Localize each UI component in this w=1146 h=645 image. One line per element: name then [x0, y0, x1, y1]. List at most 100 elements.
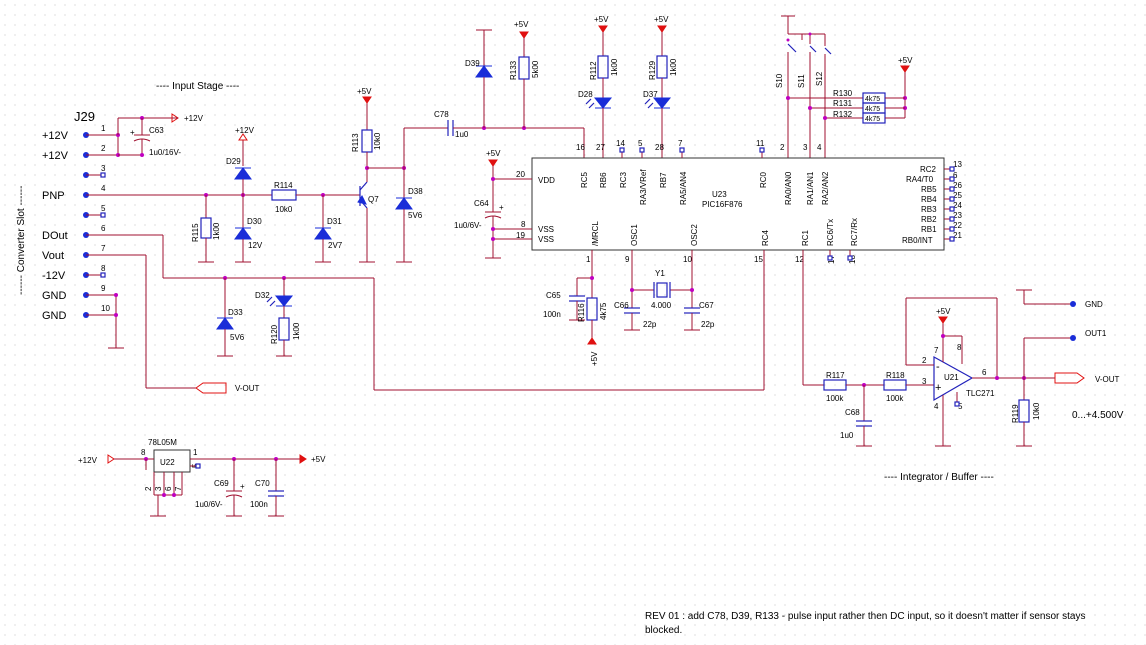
vout-net: V-OUT — [118, 254, 260, 394]
pin-osc1: OSC1 — [630, 224, 639, 246]
pin-num-14: 14 — [616, 139, 625, 148]
d28-ref: D28 — [578, 90, 593, 99]
pin-num-3: 3 — [803, 143, 808, 152]
r115-ref: R115 — [191, 223, 200, 242]
opamp-plus: + — [935, 382, 941, 394]
dout-net — [118, 234, 765, 391]
pin-rb5: RB5 — [921, 185, 937, 194]
led-d28: D28 — [578, 90, 613, 158]
svg-text:+: + — [499, 203, 504, 212]
mrcl-net — [576, 250, 594, 298]
pin-num-27: 27 — [596, 143, 605, 152]
switch-s10: S10 — [775, 15, 803, 158]
pin-num-26: 26 — [953, 181, 962, 190]
j29-pin-9: GND 9 — [42, 284, 116, 302]
r129-val: 1k00 — [669, 58, 678, 76]
gnd-terminal-label: GND — [1085, 300, 1103, 309]
pin-rb6: RB6 — [599, 172, 608, 188]
vout-left-label: V-OUT — [235, 384, 260, 393]
r116-rail-5v: +5V — [590, 351, 599, 366]
pin-rc1: RC1 — [801, 229, 810, 246]
j29-label-8: -12V — [42, 270, 66, 282]
opamp-pin-8: 8 — [957, 343, 962, 352]
pin-num-7: 7 — [678, 139, 683, 148]
r119-ref: R119 — [1011, 404, 1020, 423]
r133-ref: R133 — [509, 60, 518, 80]
pin-num-16: 16 — [576, 143, 585, 152]
d38-ref: D38 — [408, 187, 423, 196]
pin-num-6: 6 — [953, 171, 958, 180]
j29-num-10: 10 — [101, 304, 110, 313]
j29-label-2: +12V — [42, 150, 69, 162]
svg-text:+: + — [130, 128, 135, 137]
opamp-pin-2: 2 — [922, 356, 927, 365]
diode-d33: D33 5V6 — [216, 278, 245, 357]
capacitor-c64: +5V + C64 1u0/6V- — [454, 149, 504, 259]
pin-mrcl: /MRCL — [591, 221, 600, 246]
c70-val: 100n — [250, 500, 268, 509]
pin-rc2: RC2 — [920, 165, 937, 174]
c64-rail-5v: +5V — [486, 149, 501, 158]
r129-ref: R129 — [648, 60, 657, 80]
c68-val: 1u0 — [840, 431, 854, 440]
mcu-u23: U23 PIC16F876 16 RC5 27 RB6 14 RC3 5 RA3… — [494, 139, 962, 264]
pin-rc3: RC3 — [619, 171, 628, 188]
capacitor-c67: C67 22p — [684, 301, 715, 331]
mcu-top-pins: 16 RC5 27 RB6 14 RC3 5 RA3/VRef 28 RB7 7… — [576, 139, 830, 205]
r133-rail-5v: +5V — [514, 20, 529, 29]
r112-rail-5v: +5V — [594, 15, 609, 24]
diode-d31: D31 2V7 — [314, 195, 343, 263]
opamp-pin-5: 5 — [958, 402, 963, 411]
c67-ref: C67 — [699, 301, 714, 310]
pin-rc6-tx: RC6/Tx — [826, 219, 835, 246]
d33-ref: D33 — [228, 308, 243, 317]
y1-val: 4.000 — [651, 301, 672, 310]
d29-rail-12v: +12V — [235, 126, 255, 135]
reg-pin-7: 7 — [174, 486, 183, 491]
j29-num-3: 3 — [101, 164, 106, 173]
s11-ref: S11 — [797, 74, 806, 88]
c68-ref: C68 — [845, 408, 860, 417]
c64-val: 1u0/6V- — [454, 221, 482, 230]
u21-type: TLC271 — [966, 389, 995, 398]
opamp-pin-7: 7 — [934, 346, 939, 355]
j29-pin-5: 5 — [83, 204, 106, 218]
r116-ref: R116 — [577, 303, 586, 322]
r114-val: 10k0 — [275, 205, 293, 214]
reg-pin-8: 8 — [141, 448, 146, 457]
r117-ref: R117 — [826, 371, 845, 380]
revision-note: REV 01 : add C78, D39, R133 - pulse inpu… — [645, 611, 1085, 636]
connector-gnd-wires — [108, 293, 124, 349]
pin-vss-a: VSS — [538, 225, 554, 234]
pin-num-5: 5 — [638, 139, 643, 148]
j29-pin-8: -12V 8 — [42, 264, 106, 282]
pin-ra4-t0: RA4/T0 — [906, 175, 934, 184]
pin-rb7: RB7 — [659, 172, 668, 188]
capacitor-c65: C65 100n — [543, 291, 585, 321]
reg-pin-6: 6 — [164, 486, 173, 491]
pin-rc7-rx: RC7/Rx — [850, 218, 859, 246]
d37-ref: D37 — [643, 90, 658, 99]
switch-s12: S12 — [815, 34, 832, 158]
r133-val: 5k00 — [531, 60, 540, 78]
c63-ref: C63 — [149, 126, 164, 135]
d30-ref: D30 — [247, 217, 262, 226]
r120-val: 1k00 — [292, 322, 301, 340]
led-d37: D37 — [643, 90, 672, 158]
j29-num-2: 2 — [101, 144, 106, 153]
resistor-r133: +5V R133 5k00 — [509, 20, 540, 128]
c64-ref: C64 — [474, 199, 489, 208]
j29-num-4: 4 — [101, 184, 106, 193]
resistor-r113: +5V R113 10k0 — [351, 87, 406, 170]
reg-out-5v: +5V — [311, 455, 326, 464]
pin-num-13: 13 — [953, 160, 962, 169]
r118-val: 100k — [886, 394, 904, 403]
r113-val: 10k0 — [373, 132, 382, 150]
opamp-pin-4: 4 — [934, 402, 939, 411]
resistor-r118: R118 100k — [883, 371, 934, 403]
u22-type: 78L05M — [148, 438, 177, 447]
reg-in-12v: +12V — [78, 456, 98, 465]
r112-ref: R112 — [589, 61, 598, 80]
